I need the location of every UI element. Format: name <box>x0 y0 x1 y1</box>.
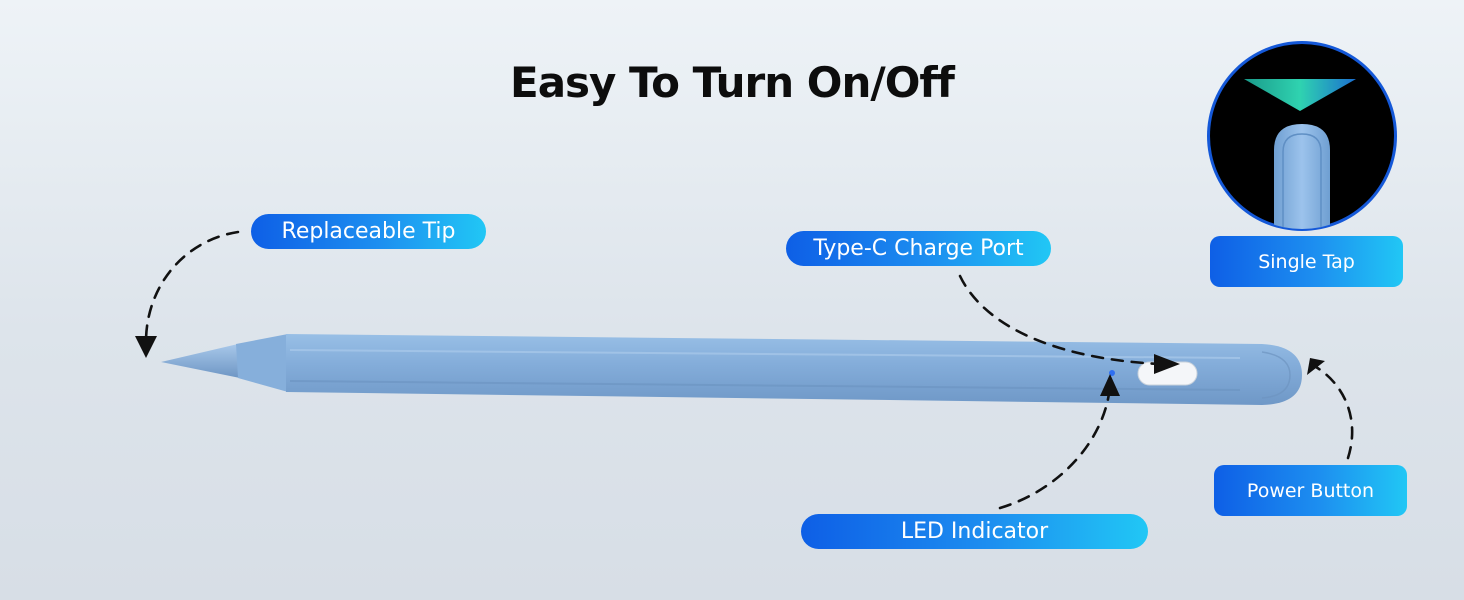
arrowhead-tip <box>135 336 157 358</box>
arrowhead-led <box>1100 374 1120 396</box>
charge-port-label: Type-C Charge Port <box>786 231 1051 266</box>
arrow-replaceable-tip <box>144 230 240 342</box>
arrow-led-indicator <box>998 384 1112 510</box>
page-title: Easy To Turn On/Off <box>510 58 955 107</box>
stylus-pen <box>161 334 1302 405</box>
pen-nib <box>161 344 240 378</box>
pen-collar <box>236 334 288 392</box>
arrowhead-power <box>1307 358 1325 375</box>
power-button-label: Power Button <box>1214 465 1407 516</box>
led-dot <box>1109 370 1115 376</box>
replaceable-tip-label: Replaceable Tip <box>251 214 486 249</box>
arrow-charge-port <box>958 274 1162 366</box>
arrowhead-port <box>1154 354 1180 374</box>
pen-tip-tap-icon <box>1207 41 1397 231</box>
led-indicator-label: LED Indicator <box>801 514 1148 549</box>
arrow-power-button <box>1314 365 1354 460</box>
single-tap-label: Single Tap <box>1210 236 1403 287</box>
